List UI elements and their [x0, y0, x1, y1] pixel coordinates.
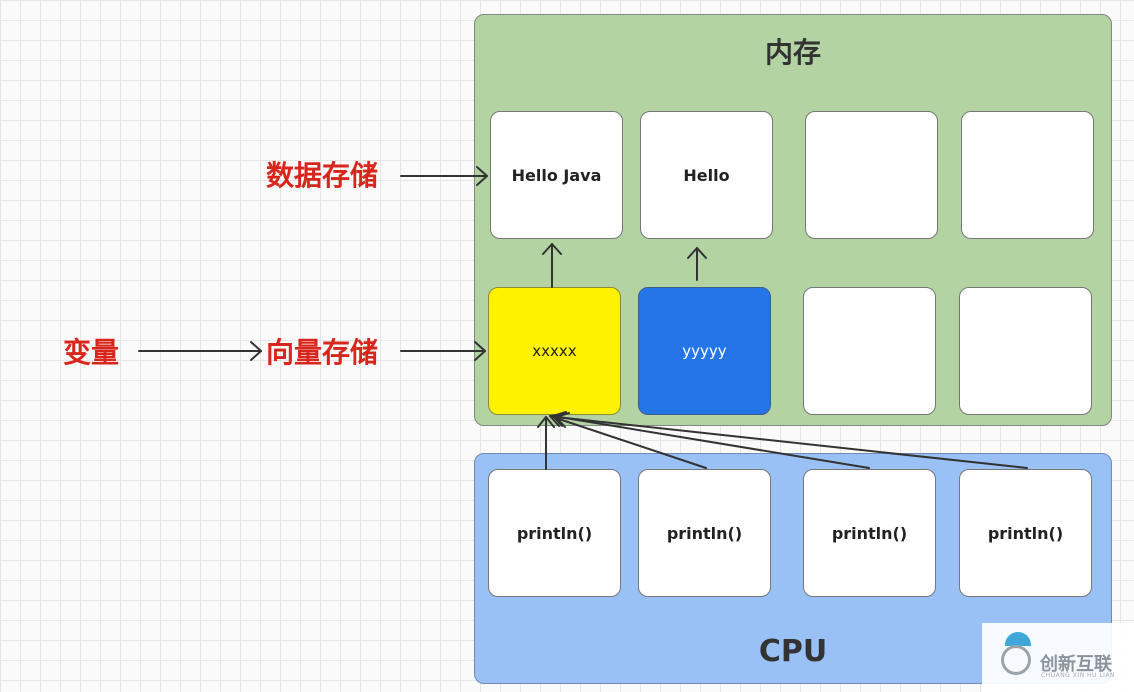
data-cell-3[interactable] [805, 111, 938, 239]
cpu-cell-3[interactable]: println() [803, 469, 936, 597]
arrow-variable [138, 341, 262, 361]
cpu-cell-1[interactable]: println() [488, 469, 621, 597]
vector-cell-4[interactable] [959, 287, 1092, 415]
arrow-data-storage [400, 166, 488, 186]
arrow-vector-storage [400, 341, 486, 361]
data-cell-2[interactable]: Hello [640, 111, 773, 239]
cpu-title: CPU [758, 634, 828, 669]
vector-storage-label: 向量存储 [266, 336, 379, 369]
vector-cell-2[interactable]: yyyyy [638, 287, 771, 415]
cpu-cell-2[interactable]: println() [638, 469, 771, 597]
watermark-logo-icon [1001, 645, 1031, 675]
vector-cell-1[interactable]: xxxxx [488, 287, 621, 415]
data-storage-label: 数据存储 [266, 159, 379, 192]
vector-cell-3[interactable] [803, 287, 936, 415]
arrow-cpu1-to-vector1 [537, 416, 555, 470]
arrow-vector2-to-data2 [687, 247, 707, 281]
watermark-logo-dot [1005, 632, 1031, 646]
arrow-cpu3-to-vector1 [552, 411, 870, 469]
arrow-cpu2-to-vector1 [549, 413, 707, 469]
arrow-cpu4-to-vector1 [555, 412, 1028, 469]
data-cell-4[interactable] [961, 111, 1094, 239]
arrow-vector1-to-data1 [542, 243, 562, 288]
memory-title: 内存 [764, 36, 821, 69]
variable-label: 变量 [63, 336, 120, 369]
watermark-text: 创新互联 [1040, 654, 1112, 675]
data-cell-1[interactable]: Hello Java [490, 111, 623, 239]
watermark-subtext: CHUANG XIN HU LIAN [1041, 672, 1116, 679]
cpu-cell-4[interactable]: println() [959, 469, 1092, 597]
